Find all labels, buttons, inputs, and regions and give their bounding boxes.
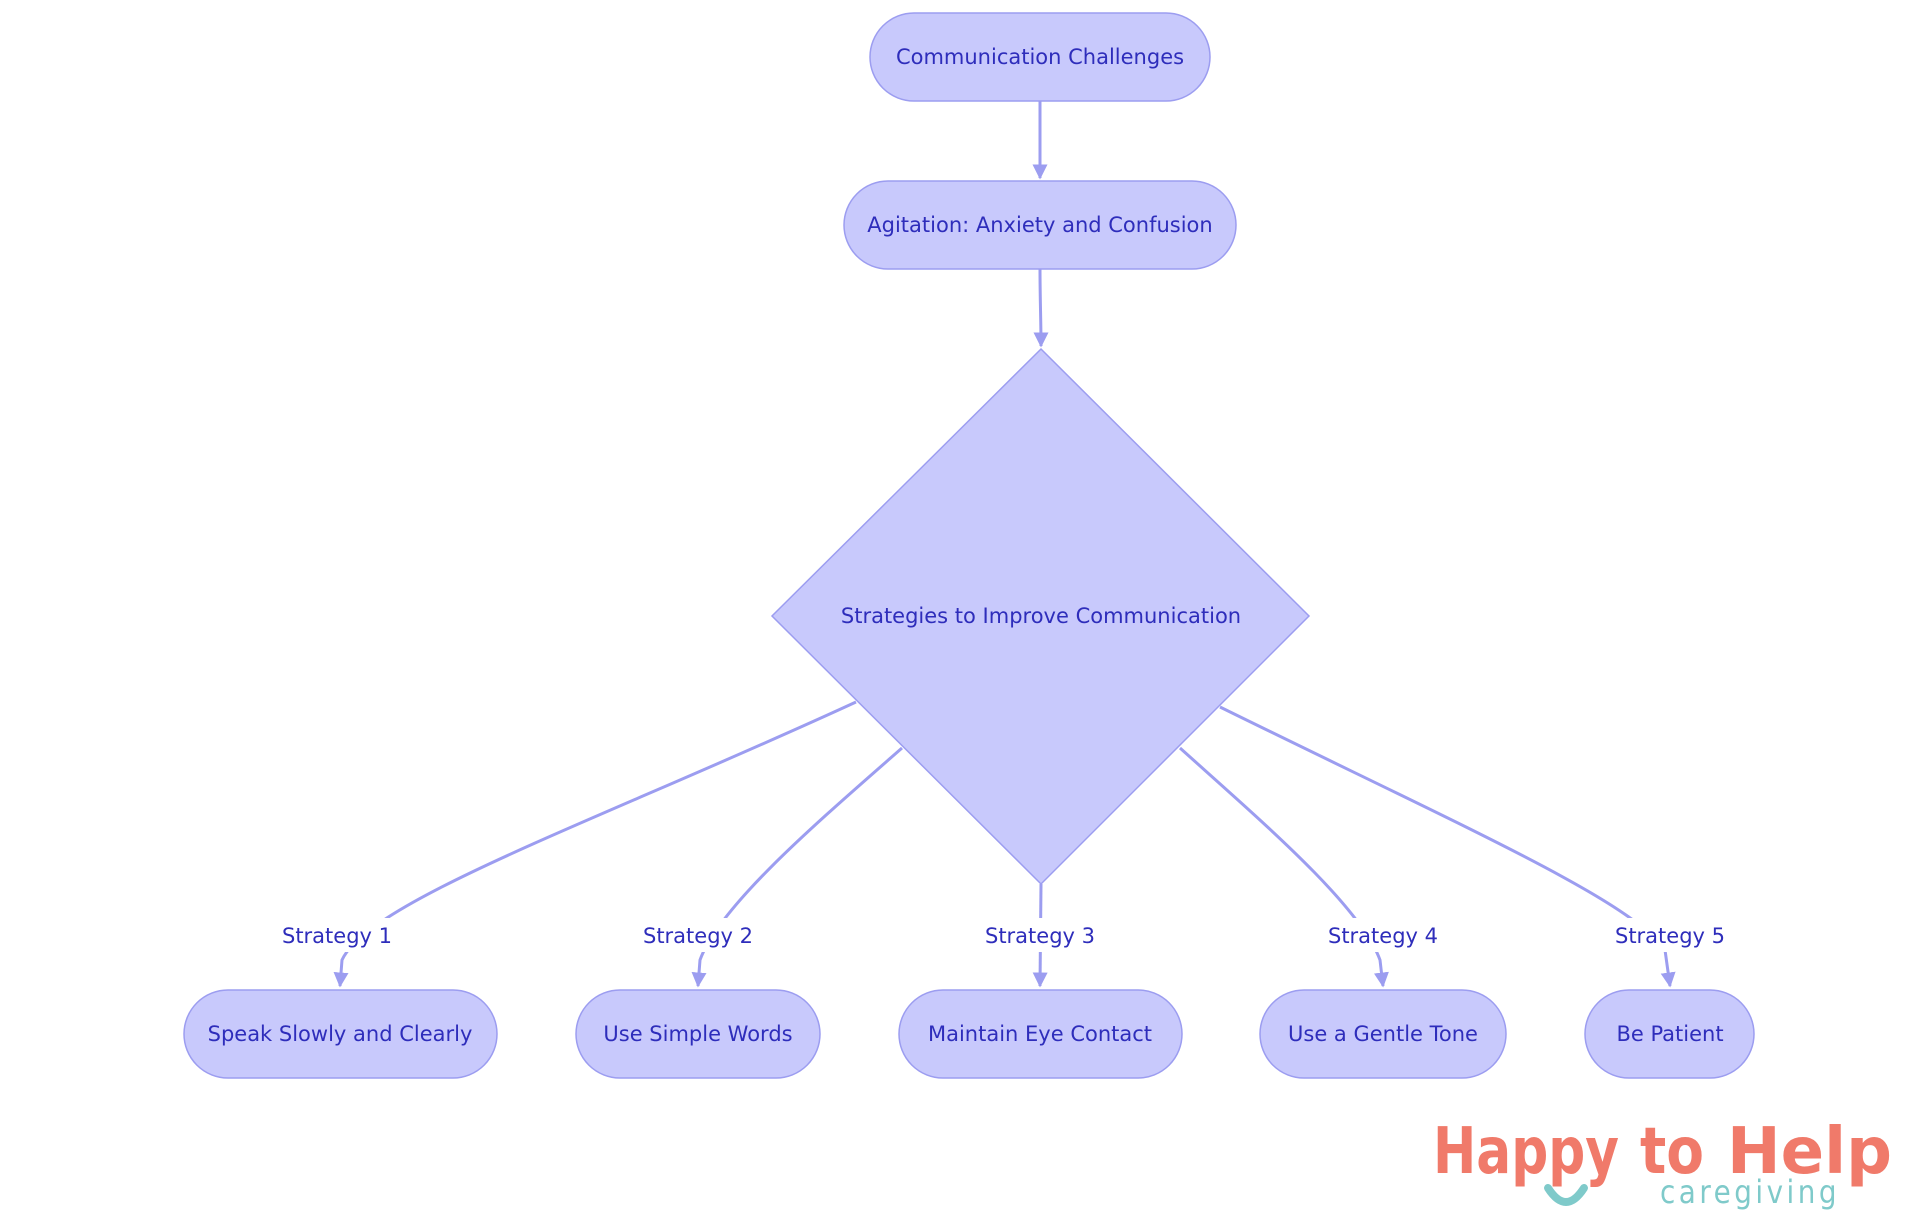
node-label: Strategies to Improve Communication [841,604,1241,628]
edge-agitation-to-strategies [1033,267,1049,348]
edge-label-strategy-5: Strategy 5 [1615,918,1725,952]
edge-label-text: Strategy 3 [985,924,1095,948]
logo-word-help: Help [1727,1115,1892,1189]
happy-to-help-logo: Happy to Help caregiving [1433,1115,1892,1211]
edge-label-strategy-1: Strategy 1 [282,918,392,952]
smile-icon [1544,1184,1588,1206]
edge-label-strategy-3: Strategy 3 [985,918,1095,952]
edge-strategy-1 [333,700,857,988]
node-be-patient: Be Patient [1584,989,1755,1079]
node-label: Use a Gentle Tone [1288,1022,1478,1046]
node-label: Communication Challenges [896,45,1184,69]
node-label: Use Simple Words [603,1022,792,1046]
node-label: Be Patient [1616,1022,1723,1046]
logo-caregiving: caregiving [1660,1173,1840,1211]
edge-label-text: Strategy 1 [282,924,392,948]
edge-label-strategy-4: Strategy 4 [1328,918,1438,952]
node-label: Maintain Eye Contact [928,1022,1152,1046]
edge-label-text: Strategy 2 [643,924,753,948]
edge-label-text: Strategy 4 [1328,924,1438,948]
node-communication-challenges: Communication Challenges [869,12,1211,102]
edge-label-strategy-2: Strategy 2 [643,918,753,952]
node-label: Speak Slowly and Clearly [208,1022,473,1046]
logo-word-happy: Happy [1433,1115,1619,1189]
node-gentle-tone: Use a Gentle Tone [1259,989,1507,1079]
node-speak-slowly: Speak Slowly and Clearly [183,989,498,1079]
node-simple-words: Use Simple Words [575,989,821,1079]
node-strategies-decision: Strategies to Improve Communication [770,347,1311,886]
node-label: Agitation: Anxiety and Confusion [867,213,1212,237]
logo-word-to: to [1640,1115,1704,1189]
node-agitation: Agitation: Anxiety and Confusion [843,180,1237,270]
node-eye-contact: Maintain Eye Contact [898,989,1183,1079]
edge-label-text: Strategy 5 [1615,924,1725,948]
